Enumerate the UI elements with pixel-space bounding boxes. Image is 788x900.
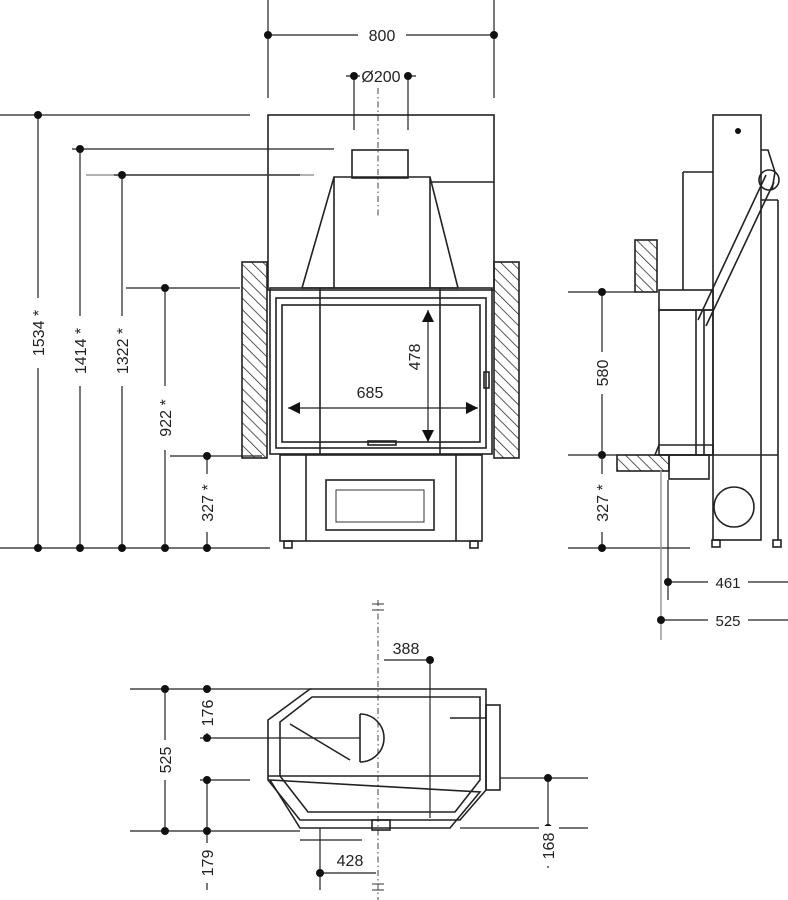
left-insulation-panel bbox=[241, 261, 268, 459]
height-1534-dimension: 1534 * bbox=[28, 111, 48, 552]
height-1534-label: 1534 * bbox=[31, 310, 48, 356]
right-insulation-panel bbox=[493, 261, 520, 459]
glass-height-dimension: 478 bbox=[407, 310, 434, 442]
side-floor-plate bbox=[616, 454, 670, 472]
plan-view: 388 176 525 179 428 bbox=[130, 600, 588, 900]
flue-diameter-dimension: Ø200 bbox=[346, 67, 416, 130]
front-width-label: 800 bbox=[369, 28, 396, 45]
height-922-dimension: 922 * bbox=[155, 284, 175, 552]
height-1414-dimension: 1414 * bbox=[70, 145, 90, 552]
glass-width-label: 685 bbox=[357, 385, 384, 402]
side-height-327-label: 327 * bbox=[595, 484, 612, 521]
glass-width-dimension: 685 bbox=[288, 385, 478, 414]
side-opening-label: 580 bbox=[595, 360, 612, 387]
side-height-327-dimension: 327 * bbox=[592, 455, 612, 552]
height-327-label: 327 * bbox=[200, 484, 217, 521]
plan-168-dimension: 168 bbox=[460, 774, 588, 868]
height-1414-label: 1414 * bbox=[73, 328, 90, 374]
front-width-dimension: 800 bbox=[264, 0, 498, 98]
plan-525-label: 525 bbox=[158, 747, 175, 774]
plan-388-label: 388 bbox=[393, 641, 420, 658]
plan-525-dimension: 525 bbox=[156, 685, 176, 835]
height-327-dimension: 327 * bbox=[197, 452, 217, 552]
height-1322-dimension: 1322 * bbox=[112, 171, 132, 552]
side-opening-dimension: 580 bbox=[592, 288, 612, 459]
plan-176-dimension: 176 bbox=[198, 685, 218, 742]
height-1322-label: 1322 * bbox=[115, 328, 132, 374]
side-depth-461-label: 461 bbox=[715, 575, 740, 592]
plan-428-dimension: 428 bbox=[316, 828, 376, 890]
plan-179-dimension: 179 bbox=[198, 776, 218, 890]
plan-176-label: 176 bbox=[200, 700, 217, 727]
side-depth-525-label: 525 bbox=[715, 613, 740, 630]
side-view: 580 327 * 461 525 bbox=[568, 114, 788, 640]
front-view: 800 Ø200 bbox=[0, 0, 520, 552]
glass-height-label: 478 bbox=[407, 344, 424, 371]
plan-179-label: 179 bbox=[200, 850, 217, 877]
plan-388-dimension: 388 bbox=[384, 641, 434, 818]
plan-428-label: 428 bbox=[337, 853, 364, 870]
height-922-label: 922 * bbox=[158, 399, 175, 436]
flue-diameter-label: Ø200 bbox=[361, 69, 400, 86]
side-depth-dimensions: 461 525 bbox=[657, 470, 788, 640]
side-insulation-panel bbox=[634, 239, 658, 293]
plan-168-label: 168 bbox=[541, 833, 558, 860]
